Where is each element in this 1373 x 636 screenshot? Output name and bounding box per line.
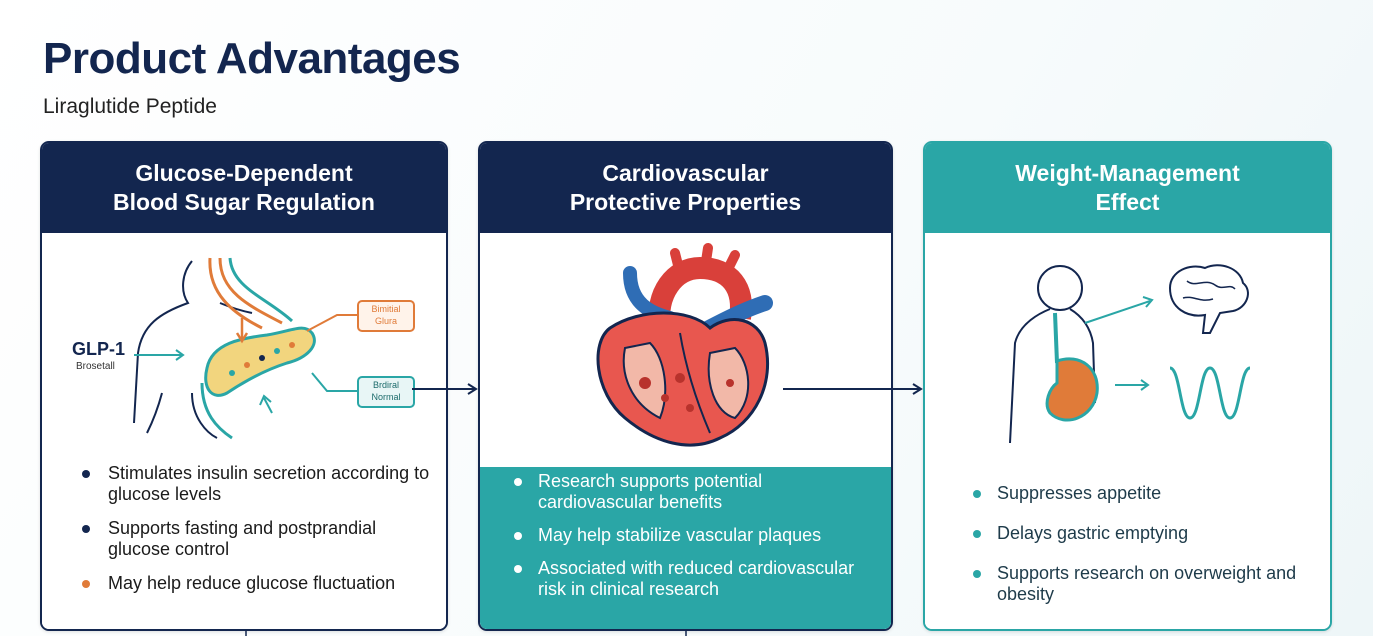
bullet-list: Research supports potential cardiovascul… [480,471,891,612]
list-item: May help reduce glucose fluctuation [42,573,446,594]
bullet-text: Supports fasting and postprandial glucos… [108,518,377,559]
glp1-sublabel: Brosetall [76,361,115,372]
card-cardiovascular: Cardiovascular Protective Properties Res… [478,141,893,631]
bullet-text: May help reduce glucose fluctuation [108,573,396,593]
page-subtitle: Liraglutide Peptide [43,95,217,118]
bullet-text: Associated with reduced cardiovascular r… [538,558,855,599]
card-title-line1: Weight-Management [1015,160,1240,186]
card-title-line1: Cardiovascular [602,160,769,186]
bullet-list: Suppresses appetite Delays gastric empty… [925,483,1330,624]
bullet-dot-icon [973,530,981,538]
card-title-line1: Glucose-Dependent [135,160,353,186]
bullet-text: Research supports potential cardiovascul… [538,471,763,512]
tag-top-line1: Bimitial [371,304,401,314]
card-body: GLP-1 Brosetall Bimitial Glura Brdiral N… [42,233,446,629]
pancreas-body-illustration [133,257,415,440]
list-item: Delays gastric emptying [925,523,1330,544]
bullet-dot-icon [82,470,90,478]
teal-bullet-panel [480,467,891,629]
connector-arrowhead-1 [467,383,478,395]
bullet-dot-icon [514,565,522,573]
bullet-text: Suppresses appetite [997,483,1162,503]
list-item: Associated with reduced cardiovascular r… [480,558,891,600]
bullet-dot-icon [973,570,981,578]
bullet-list: Stimulates insulin secretion according t… [42,463,446,607]
tag-top: Bimitial Glura [358,303,414,327]
bullet-dot-icon [82,525,90,533]
body-brain-stomach-illustration [1009,264,1251,444]
bullet-text: Stimulates insulin secretion according t… [108,463,430,504]
card-header: Glucose-Dependent Blood Sugar Regulation [42,143,446,233]
card-header: Weight-Management Effect [925,143,1330,233]
bullet-text: May help stabilize vascular plaques [538,525,822,545]
tag-bottom: Brdiral Normal [358,379,414,403]
card-header: Cardiovascular Protective Properties [480,143,891,233]
page-title: Product Advantages [43,34,461,83]
bullet-text: Delays gastric emptying [997,523,1189,543]
card-glucose-regulation: Glucose-Dependent Blood Sugar Regulation [40,141,448,631]
bullet-dot-icon [82,580,90,588]
connector-arrowhead-2 [912,383,923,395]
card-title-line2: Effect [1095,189,1160,215]
list-item: Suppresses appetite [925,483,1330,504]
bullet-dot-icon [514,478,522,486]
glp1-label: GLP-1 [72,339,126,359]
card-title-line2: Protective Properties [569,189,802,215]
tag-top-line2: Glura [374,316,397,326]
card-weight-management: Weight-Management Effect Supp [923,141,1332,631]
card-body: Research supports potential cardiovascul… [480,233,891,629]
tag-bottom-line1: Brdiral [372,380,399,390]
bullet-text: Supports research on overweight and obes… [997,563,1297,604]
list-item: Supports fasting and postprandial glucos… [42,518,446,560]
card-title-line2: Blood Sugar Regulation [113,189,375,215]
tag-bottom-line2: Normal [371,392,401,402]
heart-illustration [596,243,773,447]
list-item: Stimulates insulin secretion according t… [42,463,446,505]
list-item: May help stabilize vascular plaques [480,525,891,546]
bullet-dot-icon [514,532,522,540]
list-item: Research supports potential cardiovascul… [480,471,891,513]
card-body: Suppresses appetite Delays gastric empty… [925,233,1330,629]
list-item: Supports research on overweight and obes… [925,563,1330,605]
bullet-dot-icon [973,490,981,498]
